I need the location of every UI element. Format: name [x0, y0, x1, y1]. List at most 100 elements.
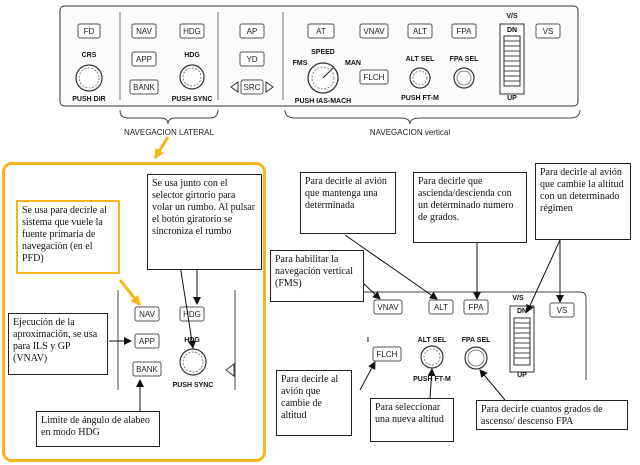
flch-button[interactable]: FLCH — [359, 69, 389, 85]
callout-fpa-sel: Para decirle cuantos grados de ascenso/ … — [476, 400, 628, 430]
speed-knob[interactable] — [307, 62, 339, 94]
alt-sel-arrow — [427, 368, 436, 399]
alt-button-label: ALT — [413, 27, 427, 36]
vs-wheel[interactable] — [499, 23, 525, 95]
callout-approach: Ejecución de la aproximación, se usa par… — [8, 313, 108, 375]
fpa-button-label: FPA — [457, 27, 473, 36]
push-sync-label: PUSH SYNC — [172, 96, 213, 103]
alt-button[interactable]: ALT — [407, 23, 433, 39]
src-left-arrow-icon[interactable] — [230, 81, 239, 93]
lateral-zoom-frame — [2, 162, 266, 462]
vnav-button[interactable]: VNAV — [373, 299, 403, 315]
callout-vs: Para decirle al avión que cambie la alti… — [535, 163, 631, 240]
top-control-panel: FD CRS PUSH DIR NAV APP BANK HDG HDG — [59, 5, 579, 107]
vnav-button-label: VNAV — [363, 27, 385, 36]
bank-button[interactable]: BANK — [132, 361, 162, 377]
speed-label: SPEED — [311, 49, 335, 56]
dn-label: DN — [507, 27, 517, 34]
vs-button-label: VS — [543, 27, 554, 36]
fpa-sel-label: FPA SEL — [462, 337, 492, 344]
callout-vnav: Para habilitar la navegación vertical (F… — [270, 250, 364, 302]
callout-alt-sel: Para seleccionar una nueva altitud — [370, 398, 454, 442]
at-button[interactable]: AT — [307, 23, 335, 39]
app-button[interactable]: APP — [131, 51, 157, 67]
nav-button-label: NAV — [136, 27, 153, 36]
src-right-arrow-icon[interactable] — [265, 81, 274, 93]
source-arrow — [118, 279, 142, 306]
vertical-brace — [284, 109, 581, 125]
vs-button[interactable]: VS — [535, 23, 561, 39]
alt-sel-knob[interactable] — [420, 345, 444, 369]
hdg-knob[interactable] — [179, 64, 205, 90]
bank-button-label: BANK — [136, 365, 158, 374]
fpa-sel-knob[interactable] — [453, 67, 475, 89]
man-label: MAN — [345, 60, 361, 67]
push-ft-m-label: PUSH FT-M — [401, 95, 439, 102]
hdg-button[interactable]: HDG — [179, 306, 205, 322]
alt-arrow — [344, 234, 438, 300]
src-button-label: SRC — [244, 83, 261, 92]
alt-button[interactable]: ALT — [428, 299, 454, 315]
nav-button[interactable]: NAV — [134, 306, 160, 322]
vs-button-label: VS — [557, 306, 568, 315]
alt-sel-label: ALT SEL — [418, 337, 447, 344]
alt-button-label: ALT — [434, 303, 448, 312]
push-sync-label: PUSH SYNC — [173, 382, 214, 389]
yd-button[interactable]: YD — [239, 51, 265, 67]
fpa-button-label: FPA — [469, 303, 485, 312]
fms-label: FMS — [293, 60, 308, 67]
lateral-brace — [119, 109, 219, 125]
push-dir-label: PUSH DIR — [72, 96, 105, 103]
at-button-label: AT — [316, 27, 326, 36]
fpa-sel-arrow — [479, 369, 506, 401]
hdg-button[interactable]: HDG — [179, 23, 205, 39]
fpa-button[interactable]: FPA — [451, 23, 477, 39]
vnav-button[interactable]: VNAV — [359, 23, 389, 39]
src-arrow-icon — [225, 363, 235, 377]
hdg-button-label: HDG — [183, 27, 201, 36]
vs-button[interactable]: VS — [549, 302, 575, 318]
app-button-label: APP — [136, 55, 152, 64]
nav-button[interactable]: NAV — [131, 23, 157, 39]
flch-button-label: FLCH — [364, 73, 385, 82]
ap-button[interactable]: AP — [239, 23, 265, 39]
yd-button-label: YD — [246, 55, 257, 64]
flch-button-label: FLCH — [377, 350, 398, 359]
zoom-arrow — [153, 136, 170, 159]
hdg-knob[interactable] — [179, 348, 207, 376]
callout-source: Se usa para decirle al sistema que vuele… — [16, 200, 120, 274]
app-button[interactable]: APP — [134, 333, 160, 349]
crs-label: CRS — [82, 52, 97, 59]
nav-button-label: NAV — [139, 310, 156, 319]
up-label: UP — [507, 95, 517, 102]
flch-arrow — [359, 361, 376, 391]
vs-label: V/S — [512, 295, 524, 302]
fd-button-label: FD — [84, 27, 95, 36]
vs-wheel[interactable] — [509, 305, 535, 373]
fpa-sel-knob[interactable] — [464, 346, 488, 370]
callout-hdg-selector: Se usa junto con el selector girtorio pa… — [147, 174, 262, 270]
vs-wheel-arrow — [526, 239, 561, 313]
bank-button[interactable]: BANK — [129, 79, 159, 95]
push-ft-m-label: PUSH FT-M — [413, 376, 451, 383]
crs-knob[interactable] — [75, 64, 103, 92]
ap-button-label: AP — [247, 27, 258, 36]
src-button[interactable]: SRC — [240, 79, 264, 95]
callout-bank: Limite de ángulo de alabeo en modo HDG — [36, 411, 160, 447]
lateral-section-label: NAVEGACION LATERAL — [124, 128, 215, 137]
hdg-button-label: HDG — [183, 310, 201, 319]
push-ias-mach-label: PUSH IAS-MACH — [295, 98, 351, 105]
alt-sel-label: ALT SEL — [406, 56, 435, 63]
right-detail-frame — [345, 291, 587, 380]
callout-fpa: Para decirle que ascienda/descienda con … — [413, 172, 527, 243]
flch-button[interactable]: FLCH — [372, 346, 402, 362]
vertical-section-label: NAVEGACION vertical — [370, 128, 451, 137]
vs-label: V/S — [506, 13, 518, 20]
hdg-knob-label: HDG — [184, 52, 200, 59]
fpa-button[interactable]: FPA — [463, 299, 489, 315]
fpa-sel-label: FPA SEL — [450, 56, 480, 63]
alt-sel-knob[interactable] — [409, 67, 431, 89]
callout-alt-hold: Para decirle al avión que mantenga una d… — [300, 172, 396, 234]
fd-button[interactable]: FD — [77, 23, 101, 39]
